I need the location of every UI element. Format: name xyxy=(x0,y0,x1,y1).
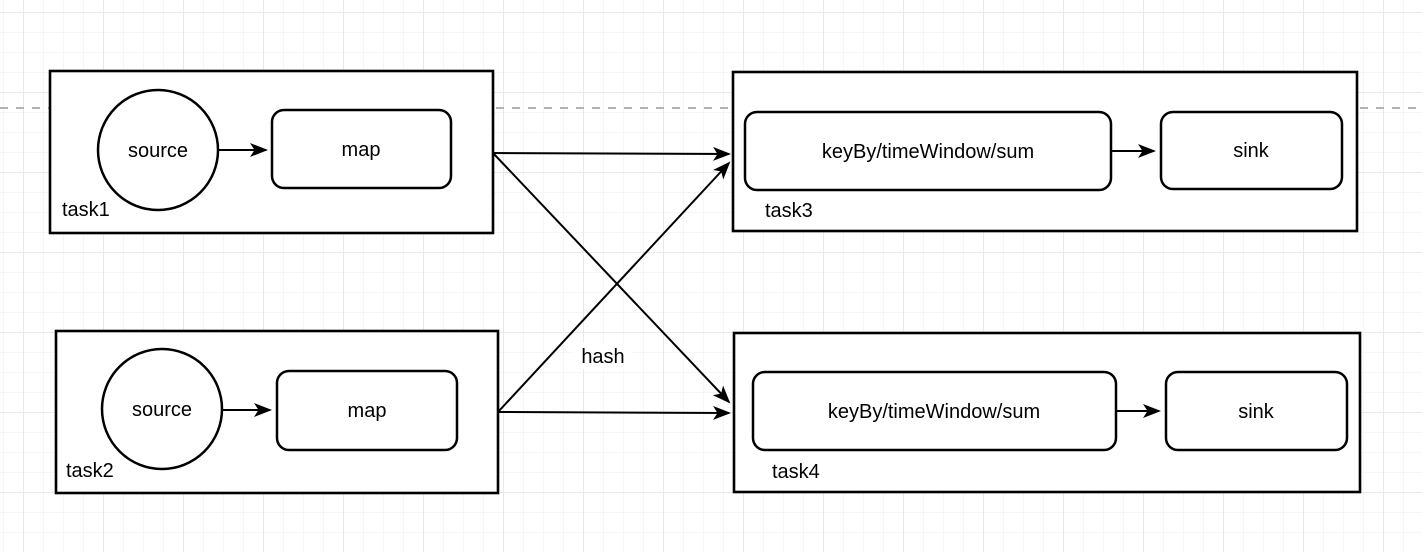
task2-label: task2 xyxy=(66,460,114,482)
edges-group xyxy=(492,146,731,420)
task2-map-node[interactable] xyxy=(275,369,459,452)
task1-map-node[interactable] xyxy=(270,108,453,190)
task4-label: task4 xyxy=(772,461,820,483)
task4-group: keyBy/timeWindow/sum sink task4 xyxy=(732,331,1362,494)
task1-map-label: map xyxy=(342,139,381,161)
task3-sink-label: sink xyxy=(1233,140,1270,162)
hash-label-group: hash xyxy=(574,343,632,369)
task2-group: source map task2 xyxy=(54,329,500,495)
task3-sink-node[interactable] xyxy=(1159,110,1344,191)
task3-label: task3 xyxy=(765,200,813,222)
task3-group: keyBy/timeWindow/sum sink task3 xyxy=(731,70,1359,233)
task4-sink-node[interactable] xyxy=(1164,370,1349,452)
task1-label: task1 xyxy=(62,199,110,221)
task4-operator-label: keyBy/timeWindow/sum xyxy=(828,401,1040,423)
task2-source-label: source xyxy=(132,399,192,421)
task1-source-label: source xyxy=(128,140,188,162)
task3-operator-label: keyBy/timeWindow/sum xyxy=(822,141,1034,163)
edge-task2-task3[interactable] xyxy=(497,161,731,413)
edge-task1-task4[interactable] xyxy=(492,152,731,404)
edge-task2-task4[interactable] xyxy=(497,405,731,420)
hash-label-background xyxy=(574,343,632,369)
edge-task1-task3[interactable] xyxy=(492,146,731,161)
task1-group: source map task1 xyxy=(48,69,495,235)
task2-map-label: map xyxy=(348,400,387,422)
hash-edge-label[interactable]: hash xyxy=(581,346,624,368)
task4-sink-label: sink xyxy=(1238,401,1275,423)
